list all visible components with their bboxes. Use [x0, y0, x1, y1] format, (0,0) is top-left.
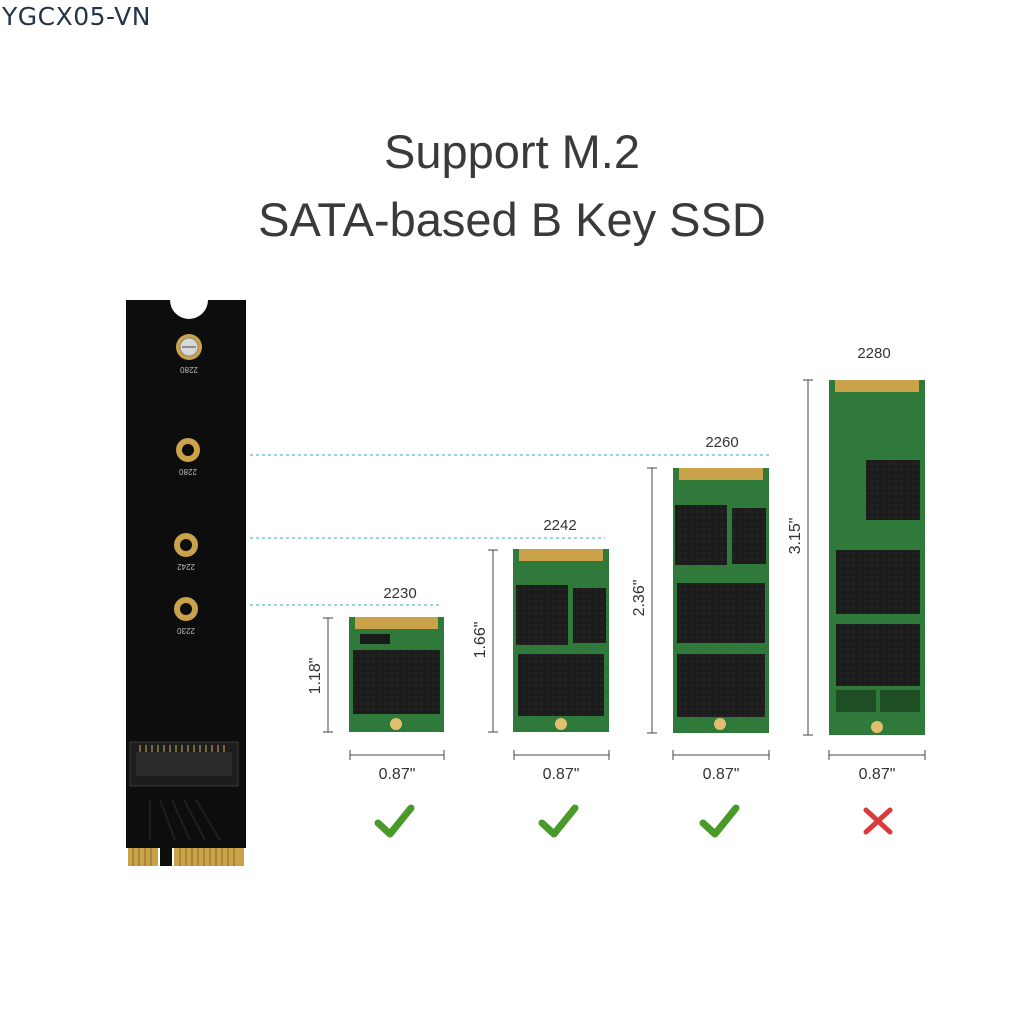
adapter-hole-2242 — [174, 533, 198, 557]
width-label-2260: 0.87" — [703, 766, 740, 783]
width-dimension-lines — [349, 750, 926, 760]
width-label-2280: 0.87" — [859, 766, 896, 783]
ssd-card-2280 — [829, 380, 925, 735]
adapter-hole-label: 2280 — [180, 365, 198, 374]
ssd-model-label-2230: 2230 — [383, 585, 416, 602]
adapter-m2-socket — [129, 741, 239, 787]
adapter-hole-label: 2230 — [177, 626, 195, 635]
adapter-hole-label: 2242 — [177, 562, 195, 571]
ssd-card-2260 — [673, 468, 769, 733]
check-icon — [374, 804, 415, 838]
ssd-model-label-2242: 2242 — [543, 517, 576, 534]
ssd-model-label-2260: 2260 — [705, 434, 738, 451]
check-icon — [538, 804, 579, 838]
adapter-screw — [176, 334, 202, 360]
ssd-model-label-2280: 2280 — [857, 345, 890, 362]
cross-icon — [863, 807, 893, 835]
adapter-hole-2280 — [176, 438, 200, 462]
ssd-card-2230 — [349, 617, 444, 732]
adapter-hole-label: 2280 — [179, 467, 197, 476]
height-dimension-lines — [323, 379, 813, 736]
watermark-text: YGCX05-VN — [2, 2, 151, 31]
check-icon — [699, 804, 740, 838]
height-label-2242: 1.66" — [472, 622, 489, 659]
adapter-gold-fingers — [128, 848, 244, 866]
headline-line-1: Support M.2 — [383, 125, 641, 178]
adapter-hole-2230 — [174, 597, 198, 621]
height-label-2280: 3.15" — [787, 518, 804, 555]
height-label-2260: 2.36" — [631, 580, 648, 617]
ssd-card-2242 — [513, 549, 609, 732]
headline-line-2: SATA-based B Key SSD — [258, 193, 766, 246]
guide-lines — [250, 454, 770, 606]
width-label-2230: 0.87" — [379, 766, 416, 783]
width-label-2242: 0.87" — [543, 766, 580, 783]
height-label-2230: 1.18" — [307, 658, 324, 695]
adapter-board: 2280 2280 2242 2230 — [126, 300, 246, 866]
